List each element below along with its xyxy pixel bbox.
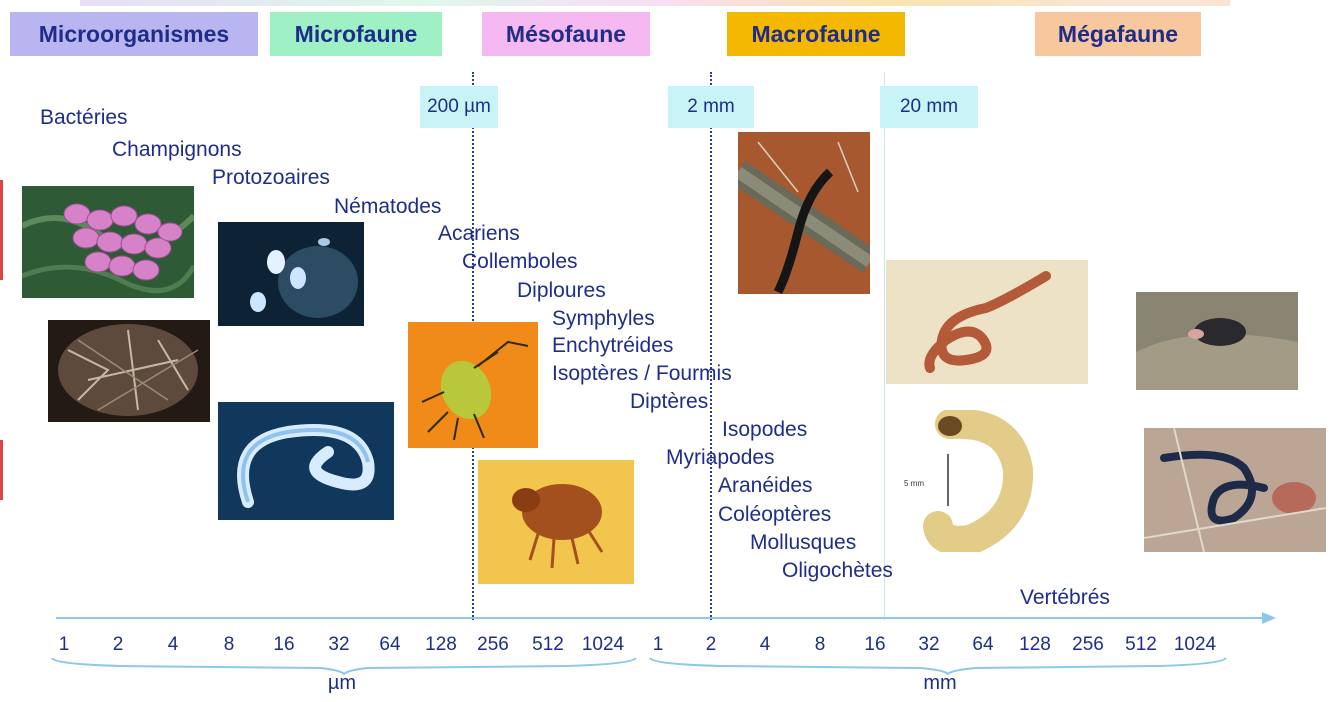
tick-mm: 1024 [1174,634,1216,656]
label-collemboles: Collemboles [462,250,578,274]
tick-mm: 16 [864,634,885,656]
photo-beetle-larva: 5 mm [900,410,1040,552]
tick-um: 16 [273,634,294,656]
label-diploures: Diploures [517,279,606,303]
tick-mm: 512 [1125,634,1157,656]
threshold-line-20mm [884,72,885,620]
label-enchytreides: Enchytréides [552,334,673,358]
tick-mm: 128 [1019,634,1051,656]
photo-mite [478,460,634,584]
tick-mm: 8 [815,634,826,656]
left-edge-mark [0,180,3,280]
label-nematodes: Nématodes [334,195,441,219]
tick-um: 1024 [582,634,624,656]
label-protozoaires: Protozoaires [212,166,330,190]
photo-bacteria [22,186,194,298]
tick-mm: 4 [760,634,771,656]
label-bacteries: Bactéries [40,106,128,130]
label-dipteres: Diptères [630,390,708,414]
label-isopodes: Isopodes [722,418,807,442]
tick-mm: 2 [706,634,717,656]
photo-protozoa [218,222,364,326]
photo-earthworm [886,260,1088,384]
label-mollusques: Mollusques [750,531,856,555]
tick-um: 8 [224,634,235,656]
label-oligochetes: Oligochètes [782,559,893,583]
threshold-label-200um: 200 µm [420,86,498,128]
tick-um: 128 [425,634,457,656]
top-edge-strip [80,0,1230,6]
category-header-microfaune: Microfaune [270,12,442,56]
label-araneides: Aranéides [718,474,813,498]
tick-um: 512 [532,634,564,656]
label-coleopteres: Coléoptères [718,503,831,527]
photo-nematode [218,402,394,520]
photo-millipede [738,132,870,294]
category-header-macrofaune: Macrofaune [727,12,905,56]
tick-um: 1 [59,634,70,656]
svg-text:5 mm: 5 mm [904,479,924,488]
tick-um: 4 [168,634,179,656]
tick-mm: 256 [1072,634,1104,656]
category-header-megafaune: Mégafaune [1035,12,1201,56]
photo-caecilian [1144,428,1326,552]
left-edge-mark [0,440,3,500]
label-symphyles: Symphyles [552,307,655,331]
photo-fungi-soil [48,320,210,422]
label-myriapodes: Myriapodes [666,446,775,470]
threshold-label-20mm: 20 mm [880,86,978,128]
tick-mm: 64 [972,634,993,656]
threshold-label-2mm: 2 mm [668,86,754,128]
category-header-microorganismes: Microorganismes [10,12,258,56]
category-header-mesofaune: Mésofaune [482,12,650,56]
tick-mm: 32 [918,634,939,656]
label-isopteres-fourmis: Isoptères / Fourmis [552,362,732,386]
tick-um: 2 [113,634,124,656]
tick-um: 32 [328,634,349,656]
unit-label-mm: mm [923,672,956,695]
unit-label-um: µm [328,672,356,695]
threshold-line-2mm [710,72,712,620]
tick-um: 64 [379,634,400,656]
label-acariens: Acariens [438,222,520,246]
photo-springtail [408,322,538,448]
photo-mole [1136,292,1298,390]
label-champignons: Champignons [112,138,242,162]
tick-mm: 1 [653,634,664,656]
tick-um: 256 [477,634,509,656]
